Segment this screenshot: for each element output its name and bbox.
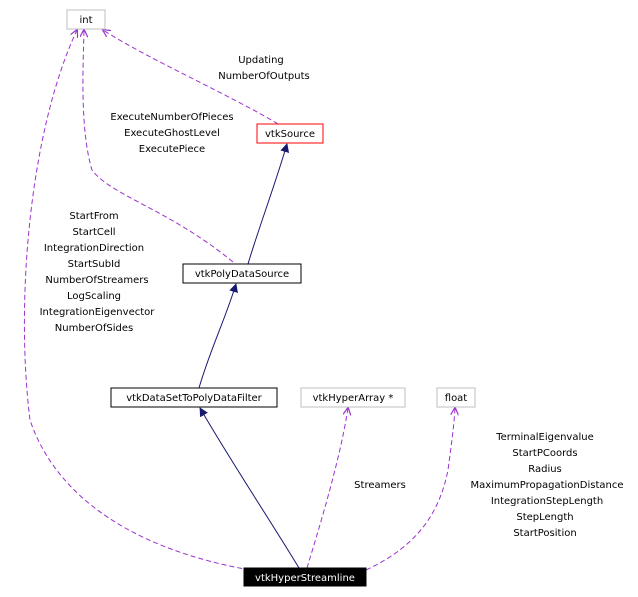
node-vtk-hyper-streamline[interactable]: vtkHyperStreamline <box>243 567 367 587</box>
node-vtk-source-label: vtkSource <box>265 129 315 140</box>
edge-polydatasource-to-int <box>83 30 234 263</box>
edge-label-line: Streamers <box>354 480 406 491</box>
edge-hyperstreamline-to-int <box>23 30 251 571</box>
edge-label-streamline-hyperarray: Streamers <box>354 480 406 491</box>
edge-label-line: StartCell <box>72 227 115 238</box>
edge-label-streamline-int: StartFrom StartCell IntegrationDirection… <box>40 211 156 334</box>
edge-label-line: ExecuteGhostLevel <box>124 128 220 139</box>
edge-label-streamline-float: TerminalEigenvalue StartPCoords Radius M… <box>471 432 624 539</box>
edge-label-line: StartPosition <box>513 528 576 539</box>
edge-label-line: MaximumPropagationDistance <box>471 480 624 491</box>
edge-source-to-int <box>103 30 279 125</box>
edge-label-line: ExecuteNumberOfPieces <box>110 112 233 123</box>
node-int-label: int <box>79 15 92 26</box>
node-vtk-poly-data-source[interactable]: vtkPolyDataSource <box>182 263 302 284</box>
edge-label-line: NumberOfOutputs <box>218 71 310 82</box>
edge-label-line: IntegrationEigenvector <box>40 307 156 318</box>
node-vtk-source[interactable]: vtkSource <box>256 123 324 144</box>
edge-label-line: TerminalEigenvalue <box>495 432 594 443</box>
edge-label-line: NumberOfStreamers <box>45 275 148 286</box>
edge-label-line: ExecutePiece <box>139 144 205 155</box>
edge-datasettopolydatafilter-to-polydatasource <box>198 283 238 389</box>
node-vtk-data-set-to-poly-data-filter-label: vtkDataSetToPolyDataFilter <box>126 393 262 404</box>
edge-polydatasource-to-source <box>247 143 290 265</box>
edge-label-polydatasource-int: ExecuteNumberOfPieces ExecuteGhostLevel … <box>110 112 233 155</box>
node-float[interactable]: float <box>436 387 476 408</box>
node-float-label: float <box>445 393 468 404</box>
edge-label-line: IntegrationDirection <box>44 243 144 254</box>
node-vtk-poly-data-source-label: vtkPolyDataSource <box>195 269 289 280</box>
edge-hyperstreamline-to-float <box>365 408 455 571</box>
edge-label-line: LogScaling <box>67 291 121 302</box>
edge-label-line: IntegrationStepLength <box>491 496 603 507</box>
node-vtk-hyper-array-label: vtkHyperArray * <box>313 393 394 404</box>
edge-label-line: StartSubId <box>68 259 121 270</box>
node-vtk-hyper-array[interactable]: vtkHyperArray * <box>300 387 406 408</box>
edge-label-line: StartFrom <box>69 211 118 222</box>
edge-label-line: StartPCoords <box>512 448 577 459</box>
edge-label-line: Updating <box>238 55 284 66</box>
edge-hyperstreamline-to-hyperarray <box>306 408 348 569</box>
edge-label-source-int: Updating NumberOfOutputs <box>218 55 310 82</box>
node-vtk-data-set-to-poly-data-filter[interactable]: vtkDataSetToPolyDataFilter <box>110 387 278 408</box>
node-int[interactable]: int <box>66 9 106 30</box>
edge-hyperstreamline-to-datasettopolydatafilter <box>199 407 300 569</box>
edge-label-line: Radius <box>528 464 562 475</box>
edge-label-line: StepLength <box>516 512 573 523</box>
node-vtk-hyper-streamline-label: vtkHyperStreamline <box>255 573 355 584</box>
edge-label-line: NumberOfSides <box>55 323 133 334</box>
